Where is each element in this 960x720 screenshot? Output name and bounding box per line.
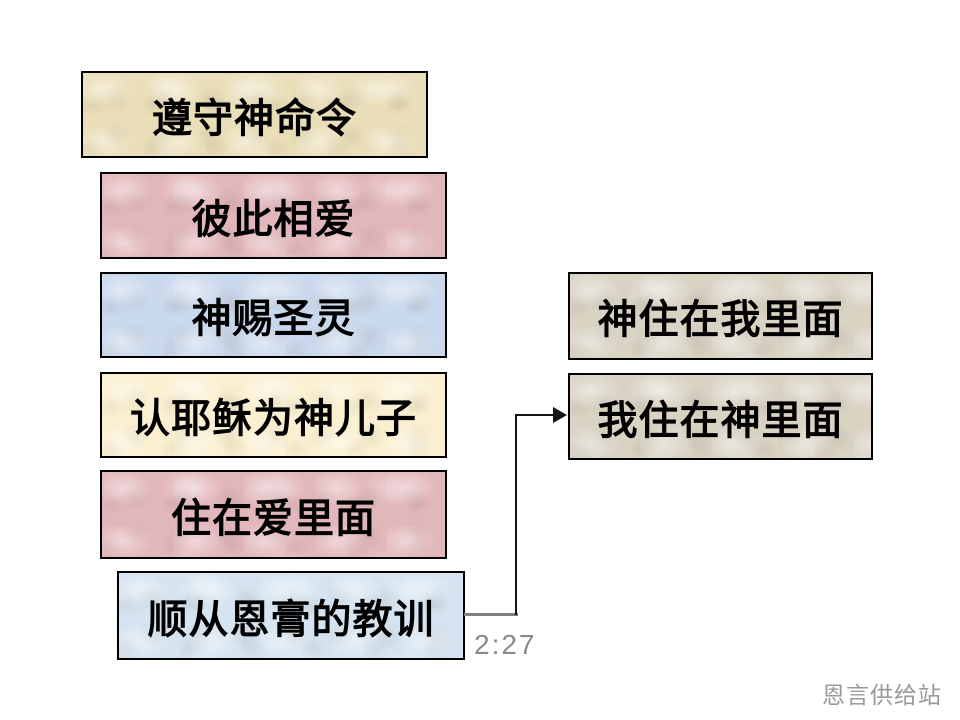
box-obey-anointing-teaching-label: 顺从恩膏的教训 bbox=[147, 597, 435, 642]
connector-arrowhead-icon bbox=[553, 407, 567, 423]
box-obey-gods-commands: 遵守神命令 bbox=[81, 71, 428, 158]
box-i-abide-in-god: 我住在神里面 bbox=[568, 373, 873, 460]
box-god-abides-in-me: 神住在我里面 bbox=[568, 272, 873, 360]
box-god-gives-spirit-label: 神赐圣灵 bbox=[191, 297, 356, 341]
box-obey-anointing-teaching: 顺从恩膏的教训 bbox=[117, 571, 465, 660]
box-love-one-another-label: 彼此相爱 bbox=[191, 197, 356, 242]
watermark: 恩言供给站 bbox=[822, 682, 942, 708]
box-i-abide-in-god-label: 我住在神里面 bbox=[597, 398, 844, 443]
connector-horizontal-line bbox=[515, 414, 554, 416]
box-abide-in-love-label: 住在爱里面 bbox=[171, 496, 376, 541]
box-love-one-another: 彼此相爱 bbox=[100, 172, 447, 259]
connector-vertical-line bbox=[515, 414, 517, 615]
box-confess-jesus-son-of-god-label: 认耶稣为神儿子 bbox=[130, 397, 417, 441]
box-abide-in-love: 住在爱里面 bbox=[100, 470, 447, 559]
box-god-abides-in-me-label: 神住在我里面 bbox=[597, 298, 844, 342]
box-obey-gods-commands-label: 遵守神命令 bbox=[152, 96, 357, 141]
connector-gray-stub bbox=[464, 613, 518, 616]
box-confess-jesus-son-of-god: 认耶稣为神儿子 bbox=[100, 372, 447, 458]
box-god-gives-spirit: 神赐圣灵 bbox=[100, 272, 447, 358]
verse-reference: 2:27 bbox=[474, 629, 537, 660]
